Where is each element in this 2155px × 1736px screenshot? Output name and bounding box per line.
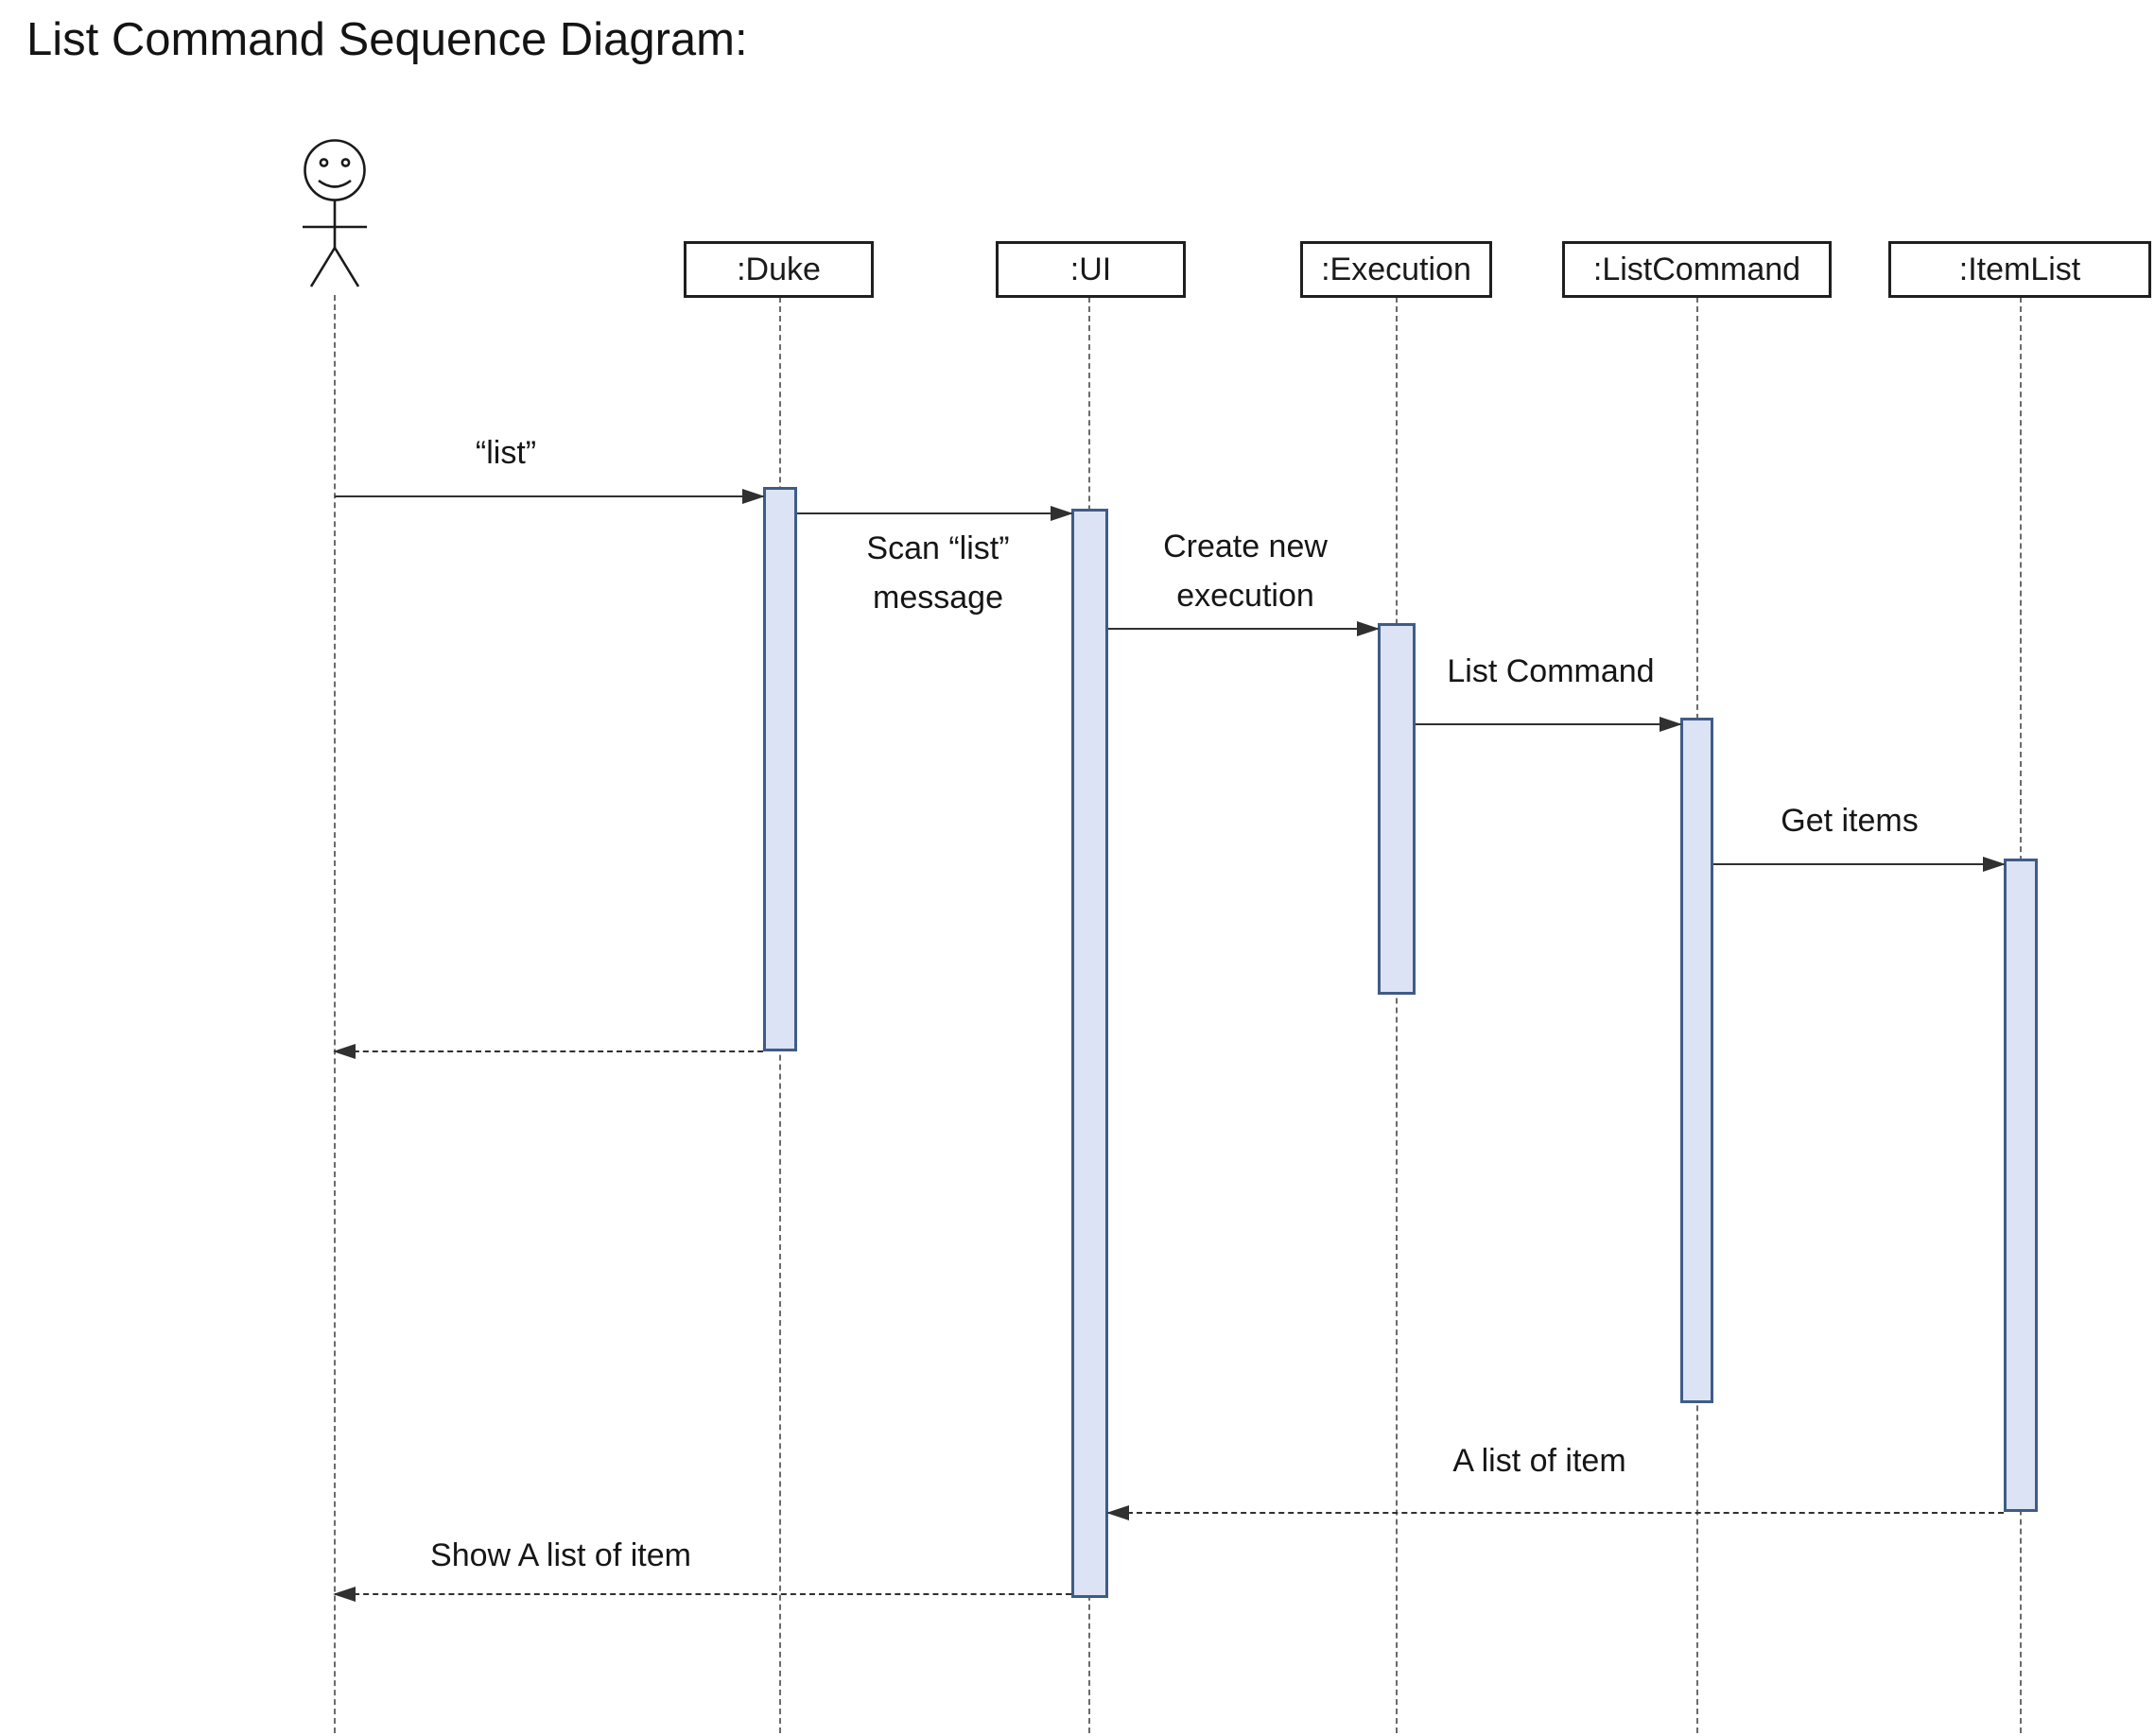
lifeline-head-execution: :Execution — [1300, 241, 1492, 298]
diagram-title: List Command Sequence Diagram: — [26, 14, 748, 65]
lifeline-label-listcommand: :ListCommand — [1592, 251, 1801, 287]
activation-duke — [763, 487, 797, 1051]
message-label-show-a-list-of-item: Show A list of item — [430, 1537, 691, 1573]
actor-icon — [303, 139, 367, 287]
arrowhead-left-icon — [333, 1587, 356, 1602]
message-label-create-execution: Create new execution — [1163, 529, 1328, 614]
lifeline-label-itemlist: :ItemList — [1958, 251, 2081, 287]
lifeline-actor — [334, 295, 336, 1733]
lifeline-label-duke: :Duke — [737, 251, 821, 287]
arrowhead-right-icon — [742, 489, 765, 504]
message-line-a-list-of-item — [1106, 1505, 2004, 1520]
message-label-get-items: Get items — [1781, 803, 1919, 839]
lifeline-execution — [1396, 297, 1398, 1733]
arrowhead-left-icon — [1106, 1505, 1129, 1520]
message-line-scan-list — [797, 506, 1073, 521]
lifeline-label-execution: :Execution — [1321, 251, 1471, 287]
message-line-create-execution — [1108, 621, 1380, 636]
arrowhead-left-icon — [333, 1044, 356, 1059]
activation-ui — [1071, 509, 1108, 1598]
message-line-list-command — [1416, 717, 1682, 732]
message-line-show-a-list-of-item — [333, 1587, 1071, 1602]
message-label-list: “list” — [475, 435, 537, 471]
arrowhead-right-icon — [1051, 506, 1073, 521]
message-line-get-items — [1713, 857, 2006, 872]
lifeline-head-itemlist: :ItemList — [1888, 241, 2151, 298]
message-label-scan-list: Scan “list” message — [866, 530, 1010, 616]
arrowhead-right-icon — [1983, 857, 2006, 872]
message-label-a-list-of-item: A list of item — [1452, 1443, 1626, 1479]
lifeline-head-ui: :UI — [996, 241, 1186, 298]
message-line-list — [335, 489, 765, 504]
message-label-list-command: List Command — [1447, 653, 1655, 689]
arrowhead-right-icon — [1357, 621, 1380, 636]
activation-listcommand — [1680, 718, 1713, 1403]
lifeline-label-ui: :UI — [1069, 251, 1112, 287]
lifeline-head-listcommand: :ListCommand — [1562, 241, 1832, 298]
activation-execution — [1378, 623, 1416, 995]
activation-itemlist — [2004, 859, 2038, 1512]
arrowhead-right-icon — [1660, 717, 1682, 732]
lifeline-head-duke: :Duke — [684, 241, 874, 298]
message-line-return-duke-actor — [333, 1044, 763, 1059]
